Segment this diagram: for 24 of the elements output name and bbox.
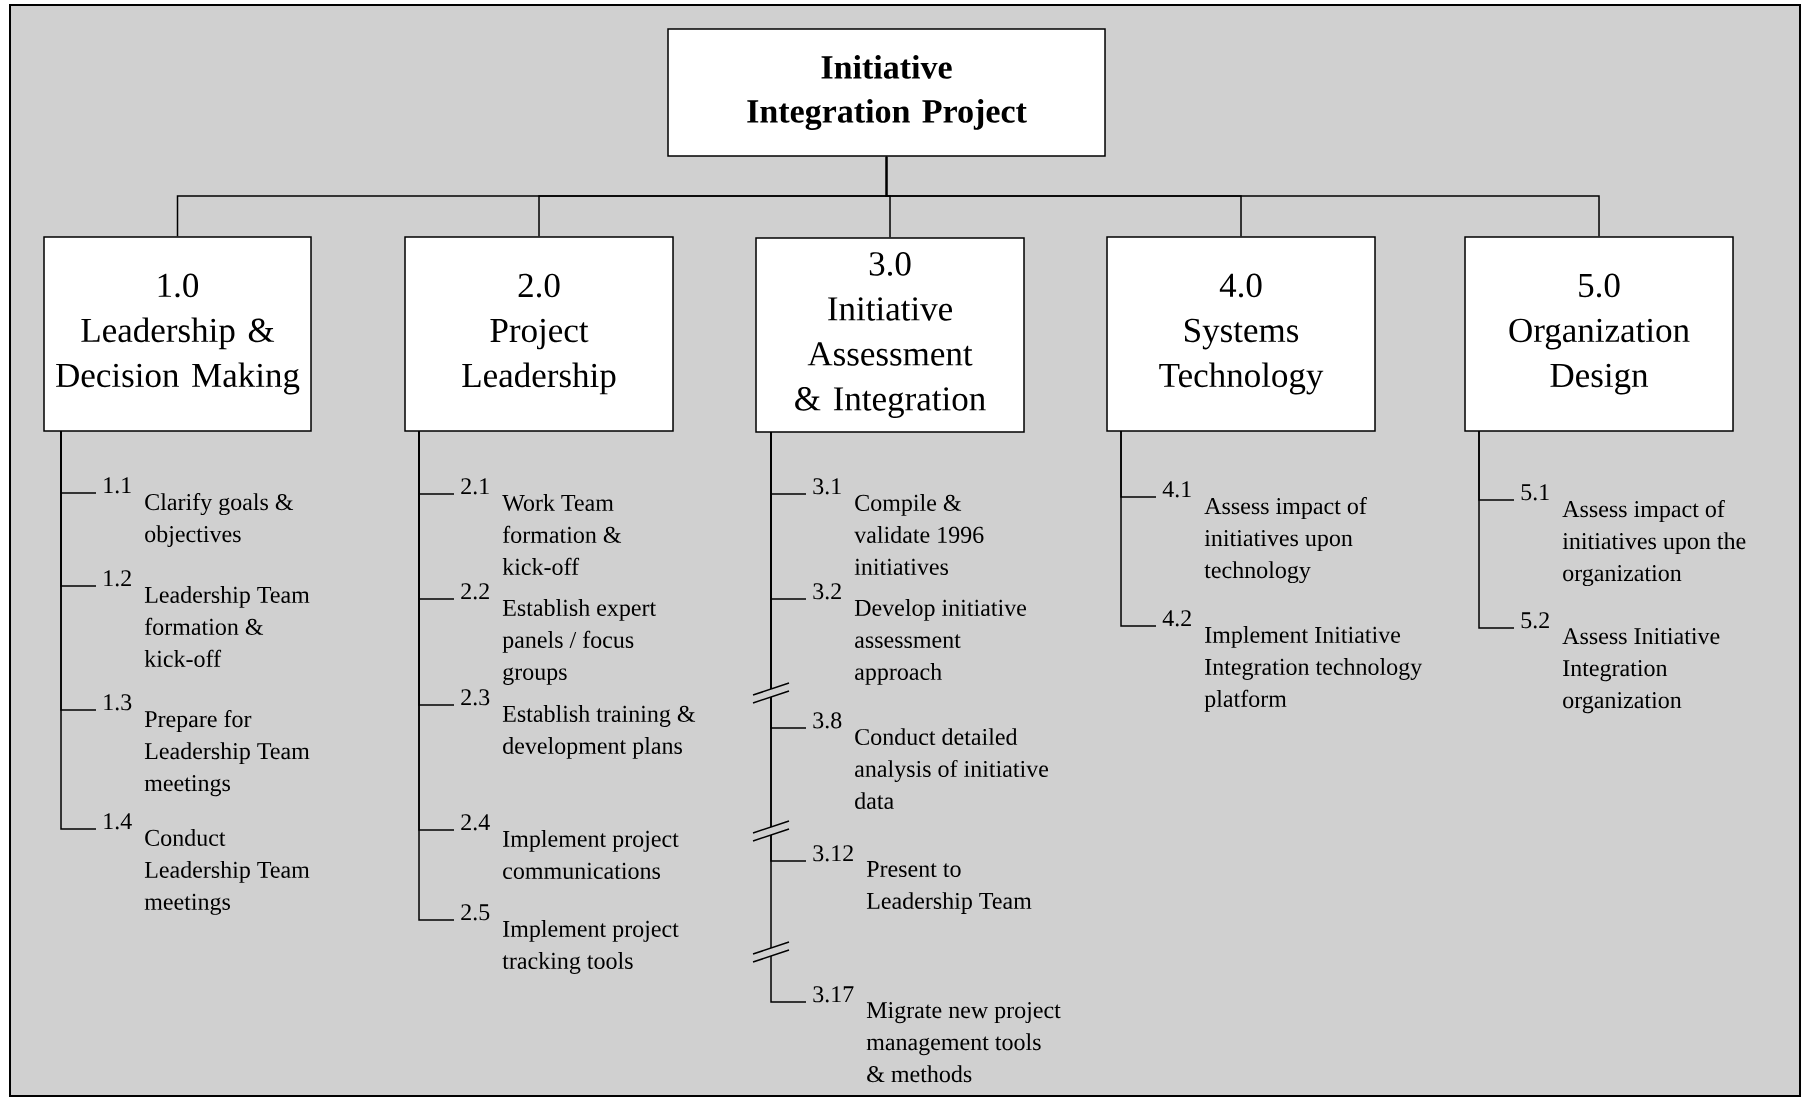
task-item: 2.1 Work Team formation & kick-off <box>461 478 622 575</box>
task-item: 2.4 Implement project communications <box>461 814 679 879</box>
task-item: 2.5 Implement project tracking tools <box>461 904 679 974</box>
title-box: Initiative Integration Project <box>667 28 1106 157</box>
category-box: 5.0 Organization Design <box>1464 236 1734 432</box>
task-item: 5.1 Assess impact of initiatives upon the organization <box>1521 484 1746 587</box>
task-item: 1.4 Conduct Leadership Team meetings <box>104 813 310 915</box>
category-box: 3.0 Initiative Assessment & Integration <box>755 237 1025 433</box>
task-item: 4.1 Assess impact of initiatives upon technology <box>1162 481 1367 584</box>
task-item: 5.2 Assess Initiative Integration organization <box>1521 612 1720 714</box>
task-item: 2.2 Establish expert panels / focus groups <box>461 583 657 685</box>
category-box: 4.0 Systems Technology <box>1106 236 1376 432</box>
task-item: 1.1 Clarify goals & objectives <box>104 477 294 548</box>
task-item: 4.2 Implement Initiative Integration technology platform <box>1162 610 1423 712</box>
task-item: 3.1 Compile & validate 1996 initiatives <box>813 478 984 575</box>
task-item: 3.2 Develop initiative assessment approach <box>813 583 1027 685</box>
category-box: 2.0 Project Leadership <box>404 236 674 432</box>
task-item: 2.3 Establish training & development plans <box>461 689 696 759</box>
task-item: 3.12 Present to Leadership Team <box>813 845 1032 914</box>
task-item: 3.8 Conduct detailed analysis of initiative data <box>813 712 1049 810</box>
task-item: 1.2 Leadership Team formation & kick-off <box>104 570 310 667</box>
task-item: 3.17 Migrate new project management tools & methods <box>813 986 1061 1083</box>
task-item: 1.3 Prepare for Leadership Team meetings <box>104 694 310 797</box>
category-box: 1.0 Leadership & Decision Making <box>43 236 312 432</box>
